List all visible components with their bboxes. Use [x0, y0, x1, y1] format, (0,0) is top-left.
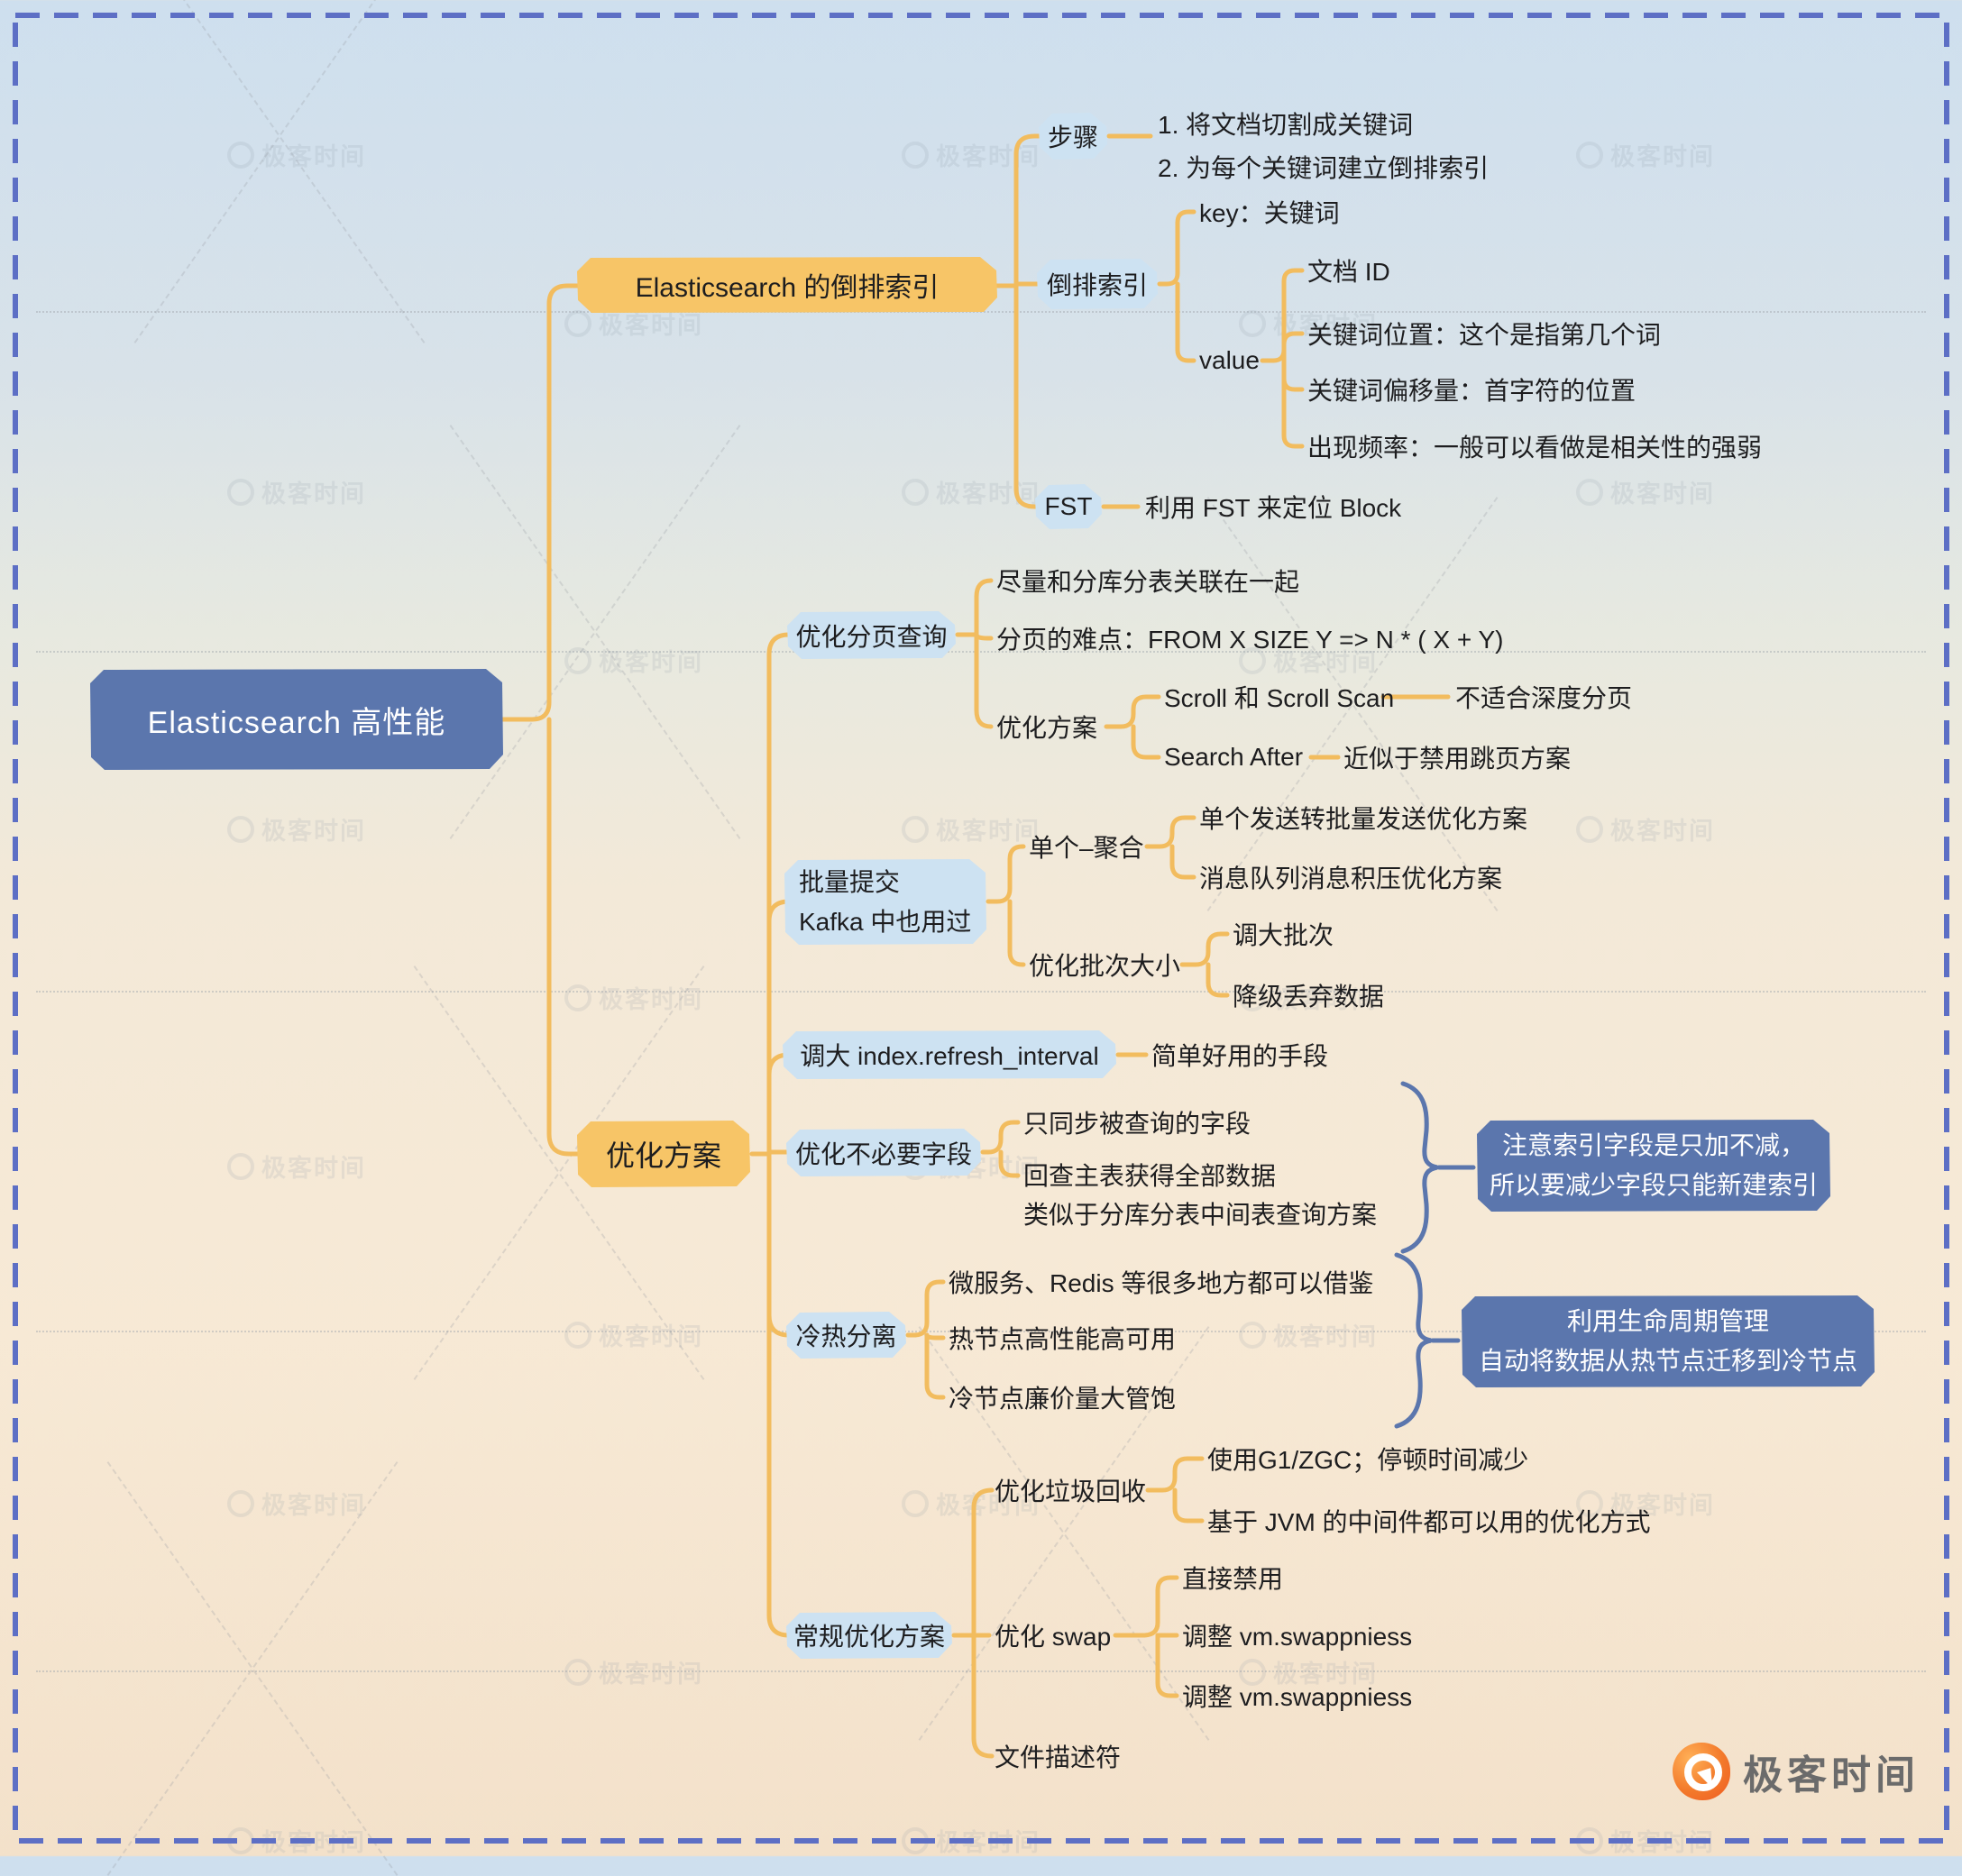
- watermark: 极客时间: [1239, 1317, 1378, 1352]
- text-search-after[interactable]: Search After: [1164, 743, 1304, 771]
- text-paging-item2[interactable]: 分页的难点：FROM X SIZE Y => N * ( X + Y): [996, 626, 1504, 654]
- text-gc-item2[interactable]: 基于 JVM 的中间件都可以用的优化方式: [1207, 1508, 1651, 1536]
- geektime-logo: 极客时间: [1673, 1743, 1920, 1800]
- watermark: 极客时间: [1576, 137, 1715, 172]
- text-gc-item1[interactable]: 使用G1/ZGC；停顿时间减少: [1207, 1446, 1529, 1474]
- page-dashed-border: [13, 13, 1949, 1844]
- watermark: 极客时间: [902, 811, 1041, 846]
- watermark: 极客时间: [1239, 643, 1378, 678]
- callout-lifecycle-note[interactable]: 利用生命周期管理 自动将数据从热节点迁移到冷节点: [1462, 1295, 1875, 1387]
- watermark: 极客时间: [902, 1486, 1041, 1521]
- node-unnecessary-fields[interactable]: 优化不必要字段: [786, 1129, 981, 1176]
- dotted-separator: [36, 1670, 1926, 1672]
- dotted-separator: [36, 991, 1926, 993]
- node-inverted-index[interactable]: 倒排索引: [1037, 259, 1158, 309]
- watermark: 极客时间: [227, 811, 366, 846]
- node-inverted-index-branch[interactable]: Elasticsearch 的倒排索引: [577, 257, 997, 313]
- curly-brace-icon: [1400, 1081, 1438, 1254]
- text-file-descriptor[interactable]: 文件描述符: [995, 1743, 1122, 1771]
- text-fields-item1[interactable]: 只同步被查询的字段: [1023, 1110, 1251, 1138]
- text-swap[interactable]: 优化 swap: [995, 1623, 1112, 1651]
- text-single-aggregate[interactable]: 单个–聚合: [1029, 834, 1144, 862]
- text-refresh-note[interactable]: 简单好用的手段: [1151, 1042, 1329, 1070]
- text-batch-item1[interactable]: 调大批次: [1233, 921, 1334, 949]
- node-bulk-submit[interactable]: 批量提交 Kafka 中也用过: [784, 859, 986, 945]
- text-hotcold-item2[interactable]: 热节点高性能高可用: [949, 1325, 1177, 1353]
- text-swap-item2[interactable]: 调整 vm.swappniess: [1182, 1623, 1413, 1651]
- text-fst-note[interactable]: 利用 FST 来定位 Block: [1145, 494, 1402, 522]
- dotted-separator: [36, 651, 1926, 653]
- watermark: 极客时间: [1576, 474, 1715, 509]
- text-frequency[interactable]: 出现频率：一般可以看做是相关性的强弱: [1307, 434, 1763, 462]
- watermark: 极客时间: [902, 137, 1041, 172]
- watermark: 极客时间: [564, 643, 703, 678]
- text-keyword-position[interactable]: 关键词位置：这个是指第几个词: [1307, 321, 1662, 349]
- text-scroll[interactable]: Scroll 和 Scroll Scan: [1164, 684, 1395, 712]
- text-value[interactable]: value: [1199, 346, 1260, 374]
- watermark: 极客时间: [227, 1148, 366, 1184]
- brace-icons: [1394, 1081, 1476, 1429]
- watermark: 极客时间: [564, 306, 703, 341]
- watermark: 极客时间: [227, 1486, 366, 1521]
- text-scroll-note[interactable]: 不适合深度分页: [1455, 684, 1633, 712]
- text-batch-size[interactable]: 优化批次大小: [1029, 952, 1181, 980]
- text-swap-item1[interactable]: 直接禁用: [1182, 1565, 1284, 1593]
- watermark: 极客时间: [227, 137, 366, 172]
- geektime-logo-text: 极客时间: [1743, 1753, 1920, 1798]
- watermark: 极客时间: [1576, 1486, 1715, 1521]
- watermark: 极客时间: [227, 474, 366, 509]
- text-hotcold-item3[interactable]: 冷节点廉价量大管饱: [949, 1385, 1177, 1413]
- watermark: 极客时间: [1576, 811, 1715, 846]
- text-paging-item1[interactable]: 尽量和分库分表关联在一起: [996, 568, 1300, 596]
- text-gc[interactable]: 优化垃圾回收: [995, 1478, 1147, 1505]
- node-paging-optimize[interactable]: 优化分页查询: [787, 611, 956, 659]
- text-fields-item2[interactable]: 回查主表获得全部数据 类似于分库分表中间表查询方案: [1023, 1162, 1378, 1229]
- text-paging-plans[interactable]: 优化方案: [996, 714, 1098, 742]
- node-optimize-branch[interactable]: 优化方案: [577, 1121, 750, 1187]
- text-doc-id[interactable]: 文档 ID: [1307, 258, 1390, 286]
- text-swap-item3[interactable]: 调整 vm.swappniess: [1182, 1683, 1413, 1711]
- text-search-after-note[interactable]: 近似于禁用跳页方案: [1343, 745, 1572, 773]
- text-single-item1[interactable]: 单个发送转批量发送优化方案: [1199, 805, 1528, 833]
- text-key[interactable]: key：关键词: [1199, 199, 1340, 227]
- watermark: 极客时间: [1239, 1654, 1378, 1689]
- node-fst[interactable]: FST: [1035, 484, 1102, 529]
- text-steps-detail[interactable]: 1. 将文档切割成关键词 2. 为每个关键词建立倒排索引: [1158, 111, 1490, 182]
- watermark: 极客时间: [1239, 980, 1378, 1015]
- text-hotcold-item1[interactable]: 微服务、Redis 等很多地方都可以借鉴: [949, 1269, 1374, 1297]
- text-keyword-offset[interactable]: 关键词偏移量：首字符的位置: [1307, 377, 1637, 405]
- root-node[interactable]: Elasticsearch 高性能: [90, 669, 503, 770]
- curly-brace-icon: [1394, 1252, 1432, 1429]
- node-steps[interactable]: 步骤: [1039, 113, 1107, 160]
- callout-index-fields-note[interactable]: 注意索引字段是只加不减， 所以要减少字段只能新建索引: [1477, 1120, 1830, 1212]
- watermark: 极客时间: [564, 1654, 703, 1689]
- node-hot-cold-separation[interactable]: 冷热分离: [786, 1312, 906, 1359]
- watermark: 极客时间: [564, 980, 703, 1015]
- node-refresh-interval[interactable]: 调大 index.refresh_interval: [783, 1030, 1116, 1079]
- node-general-optimize[interactable]: 常规优化方案: [786, 1612, 952, 1659]
- watermark: 极客时间: [564, 1317, 703, 1352]
- text-batch-item2[interactable]: 降级丢弃数据: [1233, 983, 1385, 1011]
- text-single-item2[interactable]: 消息队列消息积压优化方案: [1199, 865, 1503, 892]
- dotted-separator: [36, 1331, 1926, 1332]
- geektime-logo-icon: [1673, 1743, 1730, 1800]
